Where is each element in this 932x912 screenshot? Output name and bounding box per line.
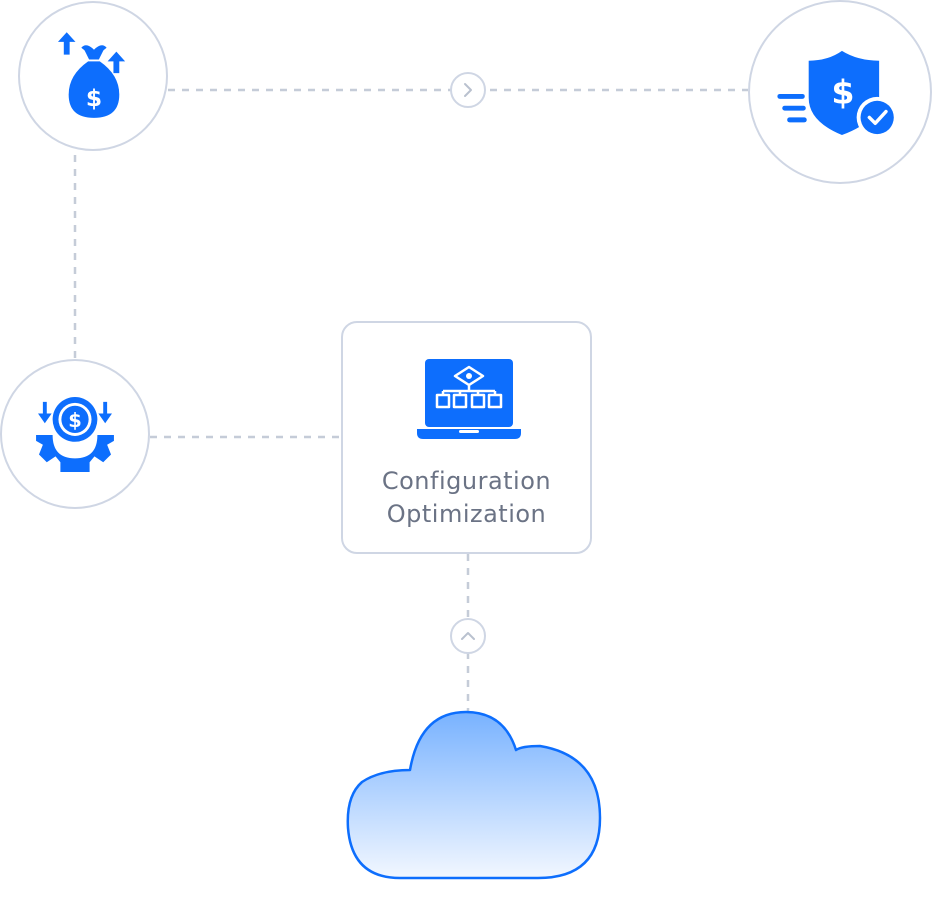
svg-text:$: $ [86, 84, 102, 112]
gear-node: $ [0, 359, 150, 509]
chevron-right-icon [464, 83, 472, 97]
money-bag-node: $ [18, 1, 168, 151]
arrow-up-badge [450, 618, 486, 654]
laptop-flowchart-icon [417, 359, 521, 439]
shield-dollar-check-icon: $ [777, 50, 898, 138]
card-title: Configuration Optimization [381, 467, 552, 528]
money-bag-growth-icon: $ [57, 32, 126, 118]
shield-node: $ [748, 0, 932, 184]
chevron-up-icon [461, 632, 475, 640]
svg-text:$: $ [831, 73, 854, 112]
gear-dollar-reduce-icon: $ [36, 397, 114, 472]
svg-text:$: $ [68, 409, 82, 432]
arrow-right-badge [450, 72, 486, 108]
configuration-optimization-card: Configuration Optimization [341, 321, 592, 554]
